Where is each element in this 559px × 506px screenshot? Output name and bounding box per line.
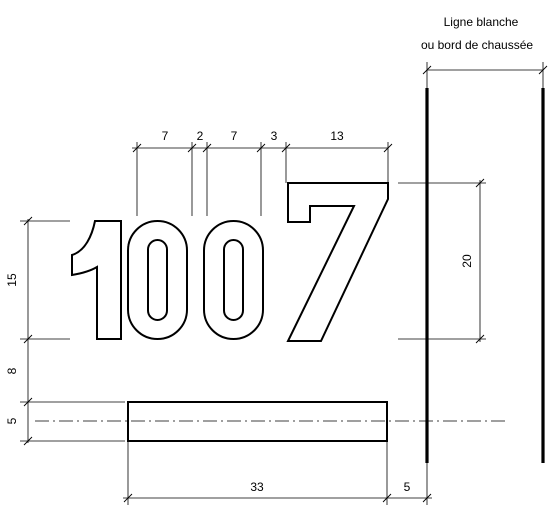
offset-label: 5 (404, 480, 411, 494)
digit-zero-second (203, 220, 264, 340)
seven-height-label: 20 (460, 254, 474, 268)
digits-height-label: 15 (5, 273, 19, 287)
digit-seven (286, 182, 389, 342)
bar-width-label: 33 (250, 480, 264, 494)
legend-line-1: Ligne blanche (444, 15, 519, 29)
dim-label-4: 3 (271, 129, 278, 143)
top-dimension-chain (132, 142, 393, 216)
seven-height-dimension (398, 178, 486, 344)
bar-height-label: 5 (5, 417, 19, 424)
dim-label-1: 7 (162, 129, 169, 143)
legend-dimension (422, 62, 548, 88)
dim-label-3: 7 (231, 129, 238, 143)
bottom-dimension-chain (123, 441, 432, 505)
legend-line-2: ou bord de chaussée (421, 38, 533, 52)
digit-zero-first (127, 220, 188, 340)
digit-one (71, 220, 122, 340)
dim-label-5: 13 (330, 129, 344, 143)
left-dimension-chain (20, 216, 125, 446)
horizontal-bar (127, 401, 388, 442)
dim-label-2: 2 (197, 129, 204, 143)
gap-label: 8 (5, 367, 19, 374)
